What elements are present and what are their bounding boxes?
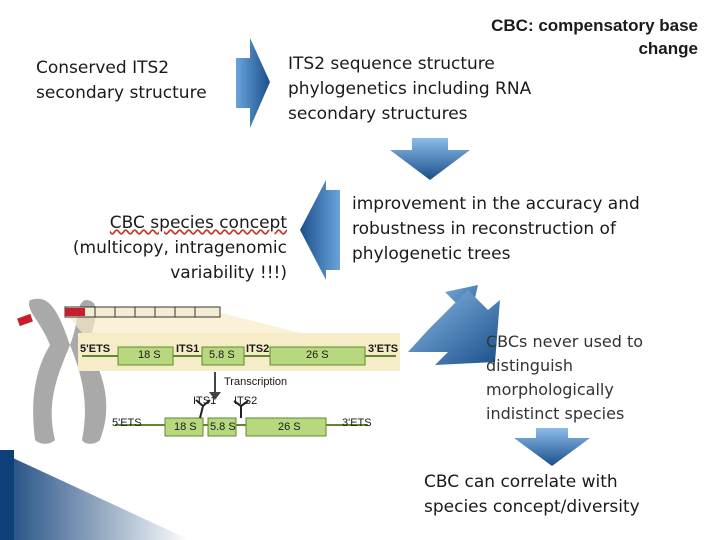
cbc-species-concept-text: CBC species concept [109,213,287,233]
label-58s-top: 5.8 S [209,349,235,361]
arrow-right [236,38,270,128]
label-3ets-top: 3'ETS [368,343,399,355]
segment-26s-bottom [245,417,327,437]
arrow-left [300,180,340,280]
multicopy-text: (multicopy, intragenomic variability !!!… [72,238,287,283]
segment-26s-top [269,346,366,366]
decorative-bar [0,452,190,540]
gene-cluster-strip [64,306,221,318]
label-58s-bottom: 5.8 S [210,421,236,433]
arrow-down [390,138,470,180]
cbc-concept-block: CBC species concept (multicopy, intragen… [52,211,287,286]
segment-18s-top [117,346,174,366]
label-26s-top: 26 S [306,349,329,361]
conserved-its2-text: Conserved ITS2 secondary structure [36,58,207,103]
label-18s-bottom: 18 S [174,421,197,433]
label-18s-top: 18 S [138,349,161,361]
arrow-down-bottom [514,428,590,466]
label-its1-bottom: ITS1 [193,395,217,407]
arrow-diagonal-body [408,290,500,365]
its1-structure-icon [195,399,211,419]
label-3ets-bottom: 3'ETS [342,417,372,429]
label-5ets-top: 5'ETS [80,343,111,355]
cbcs-never-used-text: CBCs never used to distinguish morpholog… [486,332,644,423]
label-transcription: Transcription [224,376,288,388]
label-5ets-bottom: 5'ETS [112,417,142,429]
segment-58s-bottom [207,417,237,437]
decorative-bar-line [0,450,14,540]
label-its1-top: ITS1 [176,343,200,355]
cbc-correlate-text: CBC can correlate with species concept/d… [424,472,640,517]
its2-structure-icon [233,400,249,418]
its2-phylogenetics-text: ITS2 sequence structure phylogenetics in… [288,54,532,124]
improvement-text: improvement in the accuracy and robustne… [352,194,640,264]
label-its2-bottom: ITS2 [234,395,258,407]
segment-18s-bottom [164,417,204,437]
label-its2-top: ITS2 [246,343,270,355]
segment-58s-top [201,346,245,366]
cbc-title: CBC: compensatory base change [491,16,698,58]
label-26s-bottom: 26 S [278,421,301,433]
